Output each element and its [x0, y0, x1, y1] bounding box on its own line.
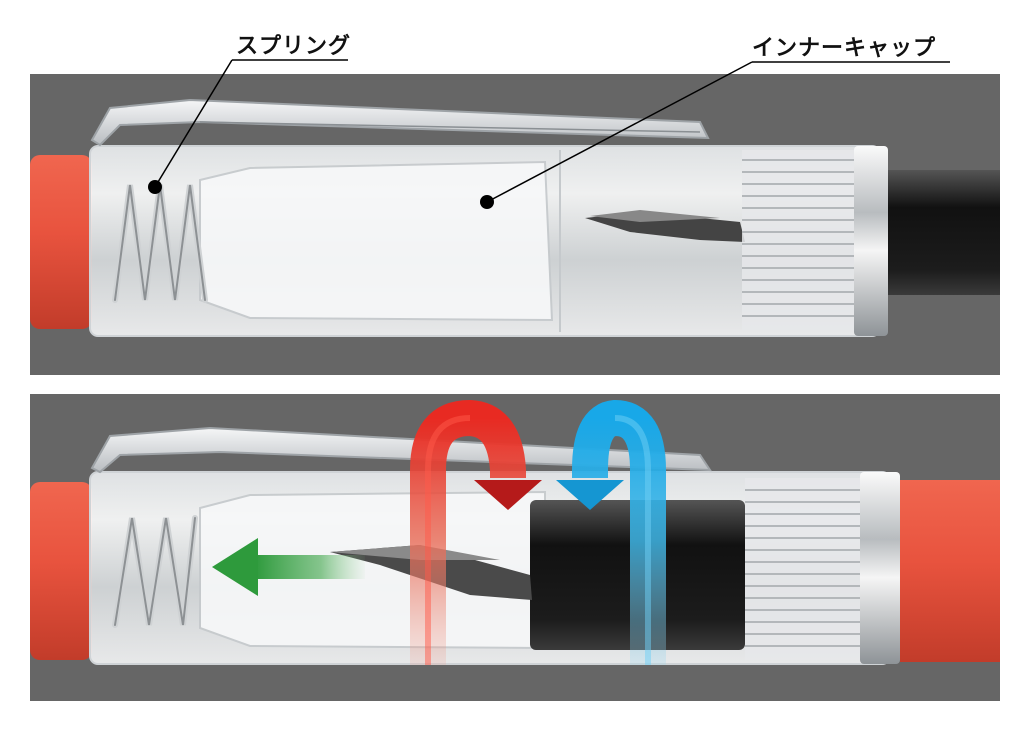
inner-cap-pointer-dot: [480, 195, 494, 209]
pen-clip-bottom: [90, 426, 712, 474]
pen-body-left: [30, 155, 92, 329]
pen-black-section: [880, 170, 1000, 295]
pen-body-left-bottom: [30, 482, 92, 660]
inner-cap: [199, 160, 554, 322]
thread-section-bottom: [745, 478, 860, 660]
chrome-ring: [854, 146, 888, 336]
spring-compressed: [112, 515, 198, 628]
rotate-arrow-red-icon: [410, 399, 542, 665]
push-arrow-green-icon: [212, 538, 365, 596]
nib: [585, 210, 745, 242]
panel-bottom: [30, 394, 1000, 701]
pen-body-right-bottom: [900, 480, 1000, 662]
pen-clip: [90, 98, 710, 147]
panel-top: [30, 59, 1000, 375]
spring-pointer-dot: [148, 180, 162, 194]
inner-cap-label: インナーキャップ: [752, 36, 937, 61]
leader-lines: [148, 59, 950, 209]
spring-label: スプリング: [236, 34, 352, 59]
rotate-arrow-blue-icon: [556, 399, 666, 665]
chrome-ring-bottom: [860, 472, 900, 664]
thread-section: [742, 150, 854, 330]
